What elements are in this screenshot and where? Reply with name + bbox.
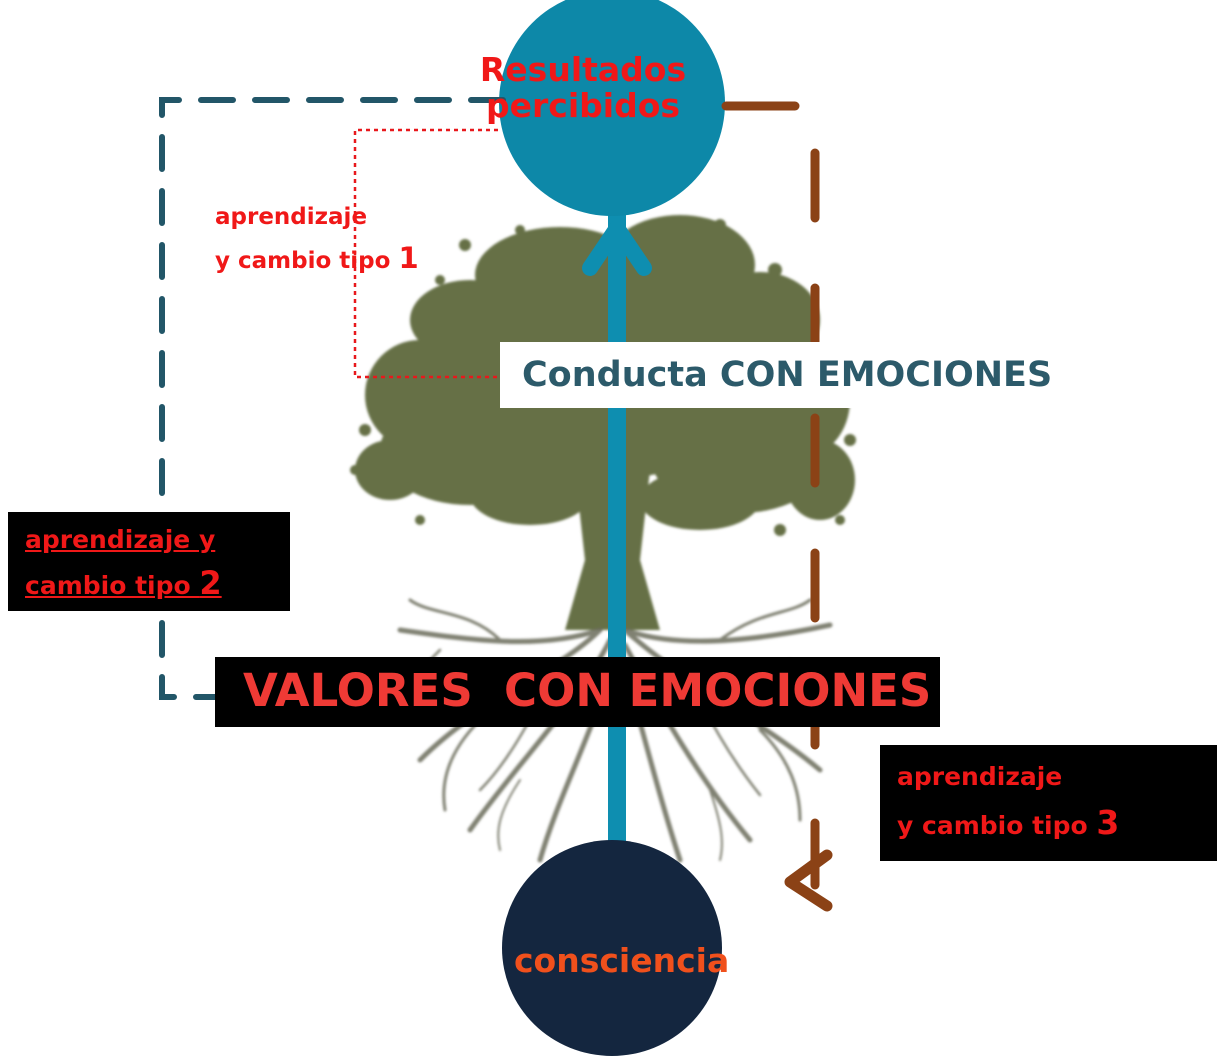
- top-node-label-line1: Resultados: [479, 50, 687, 89]
- loop1-label-text: y cambio tipo: [215, 247, 399, 274]
- middle-label: Conducta CON EMOCIONES: [522, 355, 1053, 395]
- loop1-label: aprendizaje y cambio tipo 1: [215, 200, 419, 281]
- values-label: VALORES CON EMOCIONES: [243, 664, 932, 717]
- loop3-label: aprendizaje y cambio tipo 3: [897, 757, 1119, 850]
- loop2-label-text: cambio tipo: [25, 570, 200, 600]
- top-node-label: Resultados percibidos: [478, 50, 688, 126]
- loop3-number: 3: [1096, 803, 1120, 842]
- bottom-node-circle: [502, 840, 722, 1056]
- loop2-number: 2: [199, 563, 222, 602]
- loop3-arrowhead: [784, 849, 833, 912]
- loop2-path: [159, 97, 506, 700]
- top-node-label-line2: percibidos: [485, 86, 681, 126]
- loop2-label-line2: cambio tipo 2: [25, 559, 222, 607]
- values-label-box: [215, 657, 940, 727]
- loop2-label-line1: aprendizaje y: [25, 525, 216, 554]
- loop3-label-box: [880, 745, 1217, 861]
- loop2-label: aprendizaje y cambio tipo 2: [25, 521, 222, 607]
- center-arrow: [582, 215, 652, 862]
- bottom-node-label: consciencia: [514, 941, 730, 980]
- loop1-number: 1: [398, 240, 419, 275]
- loop3-label-text: y cambio tipo: [897, 811, 1097, 840]
- tree-foliage: [350, 215, 856, 630]
- loop3-label-line1: aprendizaje: [897, 762, 1063, 791]
- conducta-label-box: [500, 342, 1070, 408]
- tree-illustration: [350, 215, 856, 863]
- loop2-label-box: [8, 512, 290, 611]
- loop1-label-line1: aprendizaje: [215, 204, 368, 230]
- loop3-label-line2: y cambio tipo 3: [897, 797, 1119, 850]
- top-node-circle: [499, 0, 725, 216]
- loop1-label-line2: y cambio tipo 1: [215, 236, 419, 281]
